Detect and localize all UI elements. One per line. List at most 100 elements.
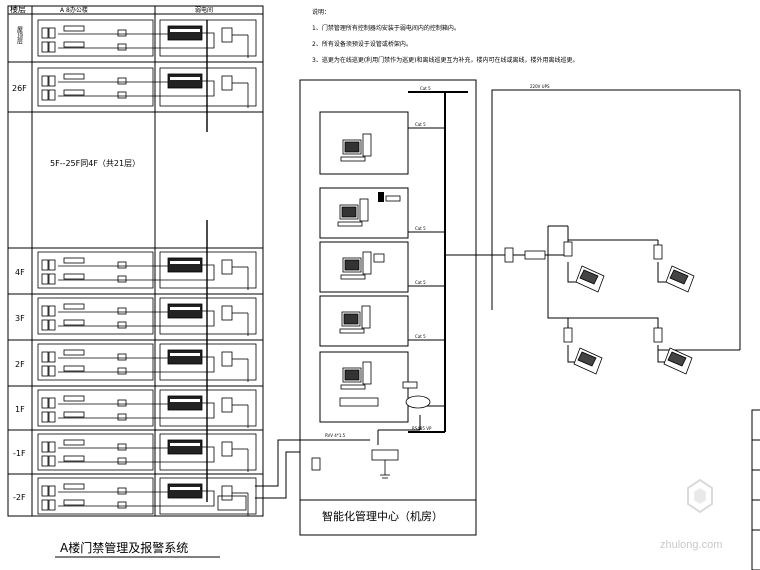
patrol-reader-icon xyxy=(504,247,514,263)
converter-icon xyxy=(371,449,399,461)
door-icon xyxy=(48,259,56,271)
controller-icon xyxy=(167,349,203,365)
card-reader-icon xyxy=(63,439,85,446)
card-reader-icon xyxy=(63,395,85,402)
col-header-floor: 楼层 xyxy=(10,4,26,14)
patrol-reader-icon xyxy=(653,327,663,343)
mid-floors-note: 5F--25F同4F（共21层） xyxy=(50,159,140,168)
door-icon xyxy=(48,305,56,317)
controller-icon xyxy=(167,439,203,455)
floor-device-row xyxy=(37,67,257,108)
door-icon xyxy=(48,455,56,467)
card-reader-icon xyxy=(63,303,85,310)
workstations xyxy=(311,133,431,479)
door-icon xyxy=(41,75,49,87)
terminal-icon xyxy=(117,487,127,495)
bus-label: Cat 5 xyxy=(415,226,426,231)
door-icon xyxy=(41,273,49,285)
network-cloud-icon xyxy=(405,395,431,409)
tower-icon xyxy=(362,251,372,275)
bus-label: Cat 5 xyxy=(415,122,426,127)
floor-label: -1F xyxy=(13,449,26,458)
controller-icon xyxy=(167,25,203,41)
patrol-terminal-icon xyxy=(573,347,603,375)
terminal-icon xyxy=(117,29,127,37)
note-item: 3、巡更为在线巡更(利用门禁作为巡更)和离线巡更互为补充，楼内可在线或离线，楼外… xyxy=(312,56,579,64)
terminal-icon xyxy=(117,321,127,329)
workstation-icon xyxy=(340,251,372,280)
col-header-weak-room: 弱电间 xyxy=(195,6,213,14)
door-icon xyxy=(41,411,49,423)
terminal-icon xyxy=(117,307,127,315)
watermark-text: zhulong.com xyxy=(660,539,722,551)
controller-icon xyxy=(311,457,321,471)
terminal-icon xyxy=(117,91,127,99)
office-area-box xyxy=(37,19,154,57)
note-item: 1、门禁管理所有控制器均安装于弱电间内的控制箱内。 xyxy=(312,24,460,32)
door-icon xyxy=(48,75,56,87)
patrol-reader-icon xyxy=(563,241,573,257)
floor-label: 26F xyxy=(12,84,27,93)
door-icon xyxy=(41,319,49,331)
screen-icon xyxy=(343,313,359,325)
device-icon xyxy=(373,253,385,263)
floor-label: 3F xyxy=(15,314,25,323)
door-icon xyxy=(48,441,56,453)
floor-device-row xyxy=(37,297,257,336)
cable-spec: 220V UPS xyxy=(530,84,550,89)
controller-label-strip xyxy=(170,77,200,80)
cable-spec: RVV 4*1.5 xyxy=(325,433,346,438)
door-icon xyxy=(41,365,49,377)
workstation-icon xyxy=(337,198,369,227)
cable-line xyxy=(200,490,215,507)
office-area-box xyxy=(37,251,154,289)
card-reader-icon xyxy=(63,319,85,326)
card-reader-icon xyxy=(63,365,85,372)
card-reader-icon xyxy=(63,73,85,80)
terminal-icon xyxy=(117,261,127,269)
floor-table xyxy=(7,5,264,517)
controller-label-strip xyxy=(170,307,200,310)
door-icon xyxy=(41,27,49,39)
power-supply-icon xyxy=(221,75,233,91)
notes-block: 说明： 1、门禁管理所有控制器均安装于弱电间内的控制箱内。 2、所有设备须预设于… xyxy=(312,8,579,64)
floor-device-row xyxy=(37,251,257,290)
network-switch-icon xyxy=(339,397,379,407)
tower-icon xyxy=(362,361,372,385)
controller-icon xyxy=(167,395,203,411)
controller-label-strip xyxy=(170,29,200,32)
power-supply-icon xyxy=(221,441,233,457)
patrol-network xyxy=(445,89,741,363)
door-icon xyxy=(41,41,49,53)
terminal-screen xyxy=(579,269,599,285)
door-icon xyxy=(48,411,56,423)
power-supply-icon xyxy=(221,305,233,321)
keyboard-icon xyxy=(340,156,366,162)
floor-label: 4F xyxy=(15,268,25,277)
terminal-screen xyxy=(577,351,597,367)
terminal-icon xyxy=(117,457,127,465)
door-icon xyxy=(48,365,56,377)
terminal-icon xyxy=(117,443,127,451)
office-area-box xyxy=(37,67,154,107)
floor-device-row xyxy=(37,19,257,58)
notes-heading: 说明： xyxy=(312,8,330,16)
patrol-reader-icon xyxy=(563,327,573,343)
ups-icon xyxy=(217,495,247,511)
col-header-office: A 8办公楼 xyxy=(60,6,88,14)
diagram-title: A楼门禁管理及报警系统 xyxy=(60,540,188,555)
center-title: 智能化管理中心（机房） xyxy=(322,509,443,523)
patrol-reader-icon xyxy=(653,244,663,260)
patrol-devices xyxy=(504,241,695,375)
patrol-terminal-icon xyxy=(665,265,695,293)
terminal-icon xyxy=(117,43,127,51)
door-icon xyxy=(48,499,56,511)
door-icon xyxy=(41,499,49,511)
tower-icon xyxy=(359,198,369,222)
terminal-icon xyxy=(117,77,127,85)
office-area-box xyxy=(37,477,154,515)
trunk-cable xyxy=(255,415,421,499)
door-icon xyxy=(48,485,56,497)
office-area-box xyxy=(37,343,154,381)
office-area-box xyxy=(37,389,154,427)
